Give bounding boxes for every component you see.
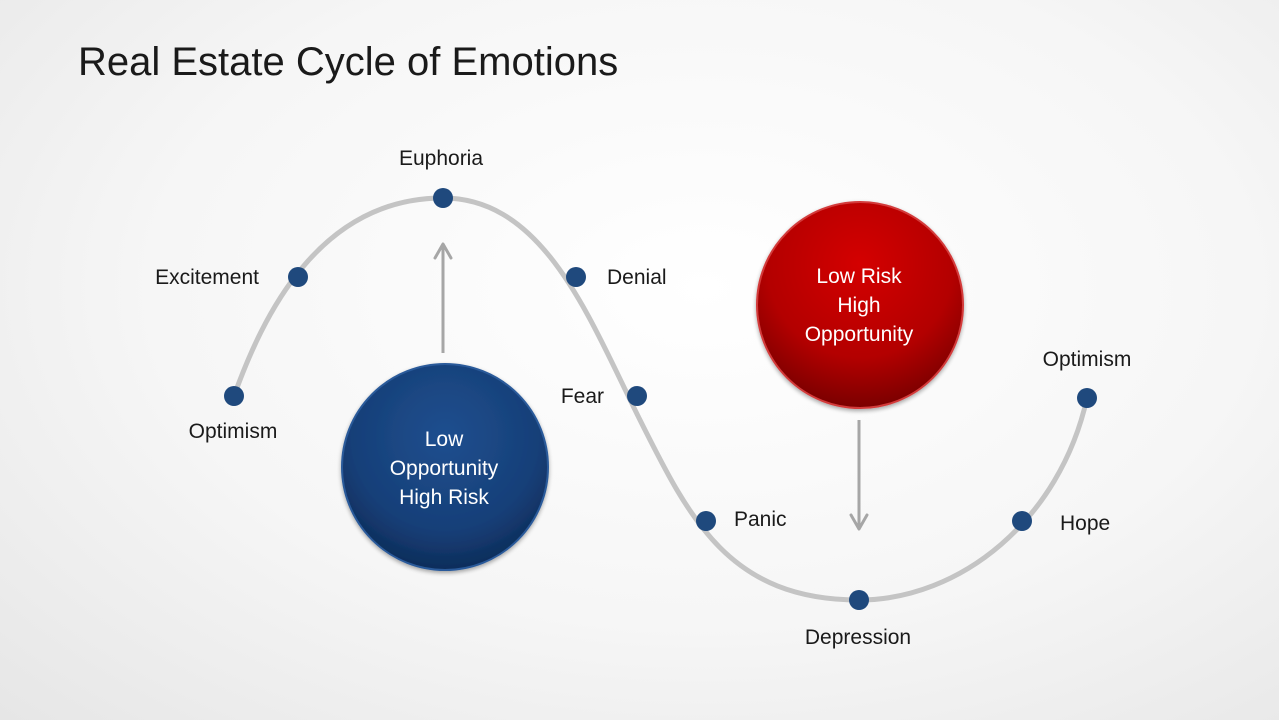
stage-dot-hope (1012, 511, 1032, 531)
stage-label-excitement: Excitement (155, 266, 259, 289)
stage-dot-depression (849, 590, 869, 610)
stage-dot-optimism-start (224, 386, 244, 406)
red-circle-line-2: High (837, 294, 880, 317)
stage-label-depression: Depression (805, 626, 911, 649)
stage-dots (224, 188, 1097, 610)
low-opportunity-high-risk-circle: Low Opportunity High Risk (341, 363, 549, 571)
stage-label-panic: Panic (734, 508, 787, 531)
down-arrow-icon (849, 420, 869, 531)
stage-dot-fear (627, 386, 647, 406)
blue-circle-line-1: Low (425, 428, 464, 451)
red-circle-line-1: Low Risk (816, 265, 902, 288)
stage-dot-excitement (288, 267, 308, 287)
stage-label-denial: Denial (607, 266, 667, 289)
blue-circle-line-2: Opportunity (390, 457, 499, 480)
cycle-curve (231, 195, 1090, 603)
stage-label-euphoria: Euphoria (399, 147, 483, 170)
stage-labels: Optimism Excitement Euphoria Denial Fear… (155, 147, 1131, 649)
up-arrow-icon (433, 242, 453, 353)
stage-label-optimism-end: Optimism (1043, 348, 1132, 371)
red-circle-line-3: Opportunity (805, 323, 914, 346)
stage-dot-denial (566, 267, 586, 287)
page-title: Real Estate Cycle of Emotions (78, 40, 619, 84)
stage-dot-panic (696, 511, 716, 531)
stage-dot-optimism-end (1077, 388, 1097, 408)
blue-circle-line-3: High Risk (399, 486, 489, 509)
low-risk-high-opportunity-circle: Low Risk High Opportunity (756, 201, 964, 409)
stage-label-optimism-start: Optimism (189, 420, 278, 443)
stage-label-fear: Fear (561, 385, 604, 408)
stage-dot-euphoria (433, 188, 453, 208)
stage-label-hope: Hope (1060, 512, 1110, 535)
